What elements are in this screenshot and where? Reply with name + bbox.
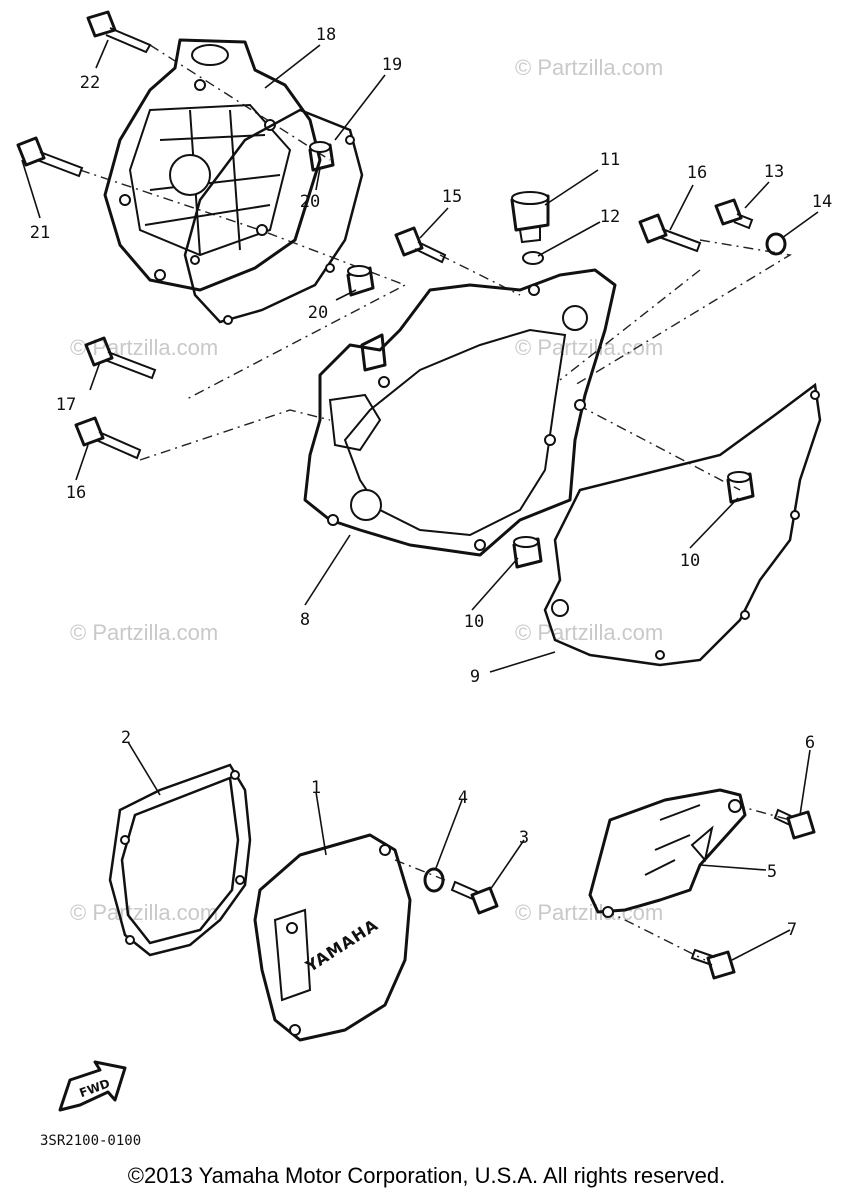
callout-21: 21: [30, 223, 50, 243]
part-4-washer: [423, 867, 445, 893]
part-21-bolt: [16, 136, 84, 178]
part-20-dowel-pin: [346, 265, 375, 297]
part-5-guard: [588, 788, 747, 918]
callout-19: 19: [382, 55, 402, 75]
callout-5: 5: [767, 862, 777, 882]
watermark: © Partzilla.com: [515, 55, 663, 80]
part-13-bolt: [714, 198, 754, 230]
callout-7: 7: [787, 920, 797, 940]
part-12-o-ring: [522, 251, 544, 265]
watermark: © Partzilla.com: [515, 620, 663, 645]
watermark: © Partzilla.com: [70, 335, 218, 360]
part-1-cover: YAMAHA: [253, 833, 412, 1042]
callout-13: 13: [764, 162, 784, 182]
callout-9: 9: [470, 667, 480, 687]
callout-12: 12: [600, 207, 620, 227]
callout-14: 14: [812, 192, 832, 212]
part-10-dowel-pin: [512, 536, 543, 569]
callout-16: 16: [66, 483, 86, 503]
callout-20: 20: [308, 303, 328, 323]
callout-2: 2: [121, 728, 131, 748]
part-16-bolt: [74, 416, 142, 460]
part-18-outer-cover: [103, 38, 322, 292]
copyright-notice: ©2013 Yamaha Motor Corporation, U.S.A. A…: [127, 1163, 726, 1188]
callout-6: 6: [805, 733, 815, 753]
part-17-bolt: [84, 336, 157, 380]
part-3-bolt: [450, 880, 499, 915]
callout-3: 3: [519, 828, 529, 848]
callout-22: 22: [80, 73, 100, 93]
part-7-bolt: [690, 948, 736, 980]
diagram-reference-code: 3SR2100-0100: [40, 1133, 141, 1149]
fwd-arrow-icon: FWD: [58, 1060, 127, 1112]
part-22-bolt: [86, 10, 152, 54]
part-14-washer: [765, 232, 787, 256]
part-11-plug: [510, 191, 550, 244]
callout-18: 18: [316, 25, 336, 45]
callout-17: 17: [56, 395, 76, 415]
part-8-crankcase-cover: [303, 268, 617, 557]
callout-labels: 22 18 19 21 20 20 17 16 15 11 12 16 13 1…: [30, 25, 832, 940]
part-10-dowel-pin: [726, 471, 755, 504]
part-16-bolt: [638, 213, 702, 253]
callout-15: 15: [442, 187, 462, 207]
callout-10: 10: [680, 551, 700, 571]
part-2-gasket: [108, 763, 252, 957]
watermark: © Partzilla.com: [515, 900, 663, 925]
callout-4: 4: [458, 788, 468, 808]
callout-1: 1: [311, 778, 321, 798]
watermark: © Partzilla.com: [515, 335, 663, 360]
part-20-dowel-pin: [308, 141, 335, 172]
part-19-gasket: [183, 108, 364, 325]
watermarks: © Partzilla.com © Partzilla.com © Partzi…: [70, 55, 663, 925]
callout-11: 11: [600, 150, 620, 170]
callout-20: 20: [300, 192, 320, 212]
callout-8: 8: [300, 610, 310, 630]
watermark: © Partzilla.com: [70, 900, 218, 925]
callout-10: 10: [464, 612, 484, 632]
part-15-bolt: [394, 226, 447, 264]
callout-leaders: [21, 39, 819, 961]
part-9-gasket: [543, 382, 822, 667]
cover-brand-label: YAMAHA: [301, 915, 381, 976]
callout-16: 16: [687, 163, 707, 183]
watermark: © Partzilla.com: [70, 620, 218, 645]
part-6-bolt: [773, 808, 816, 840]
